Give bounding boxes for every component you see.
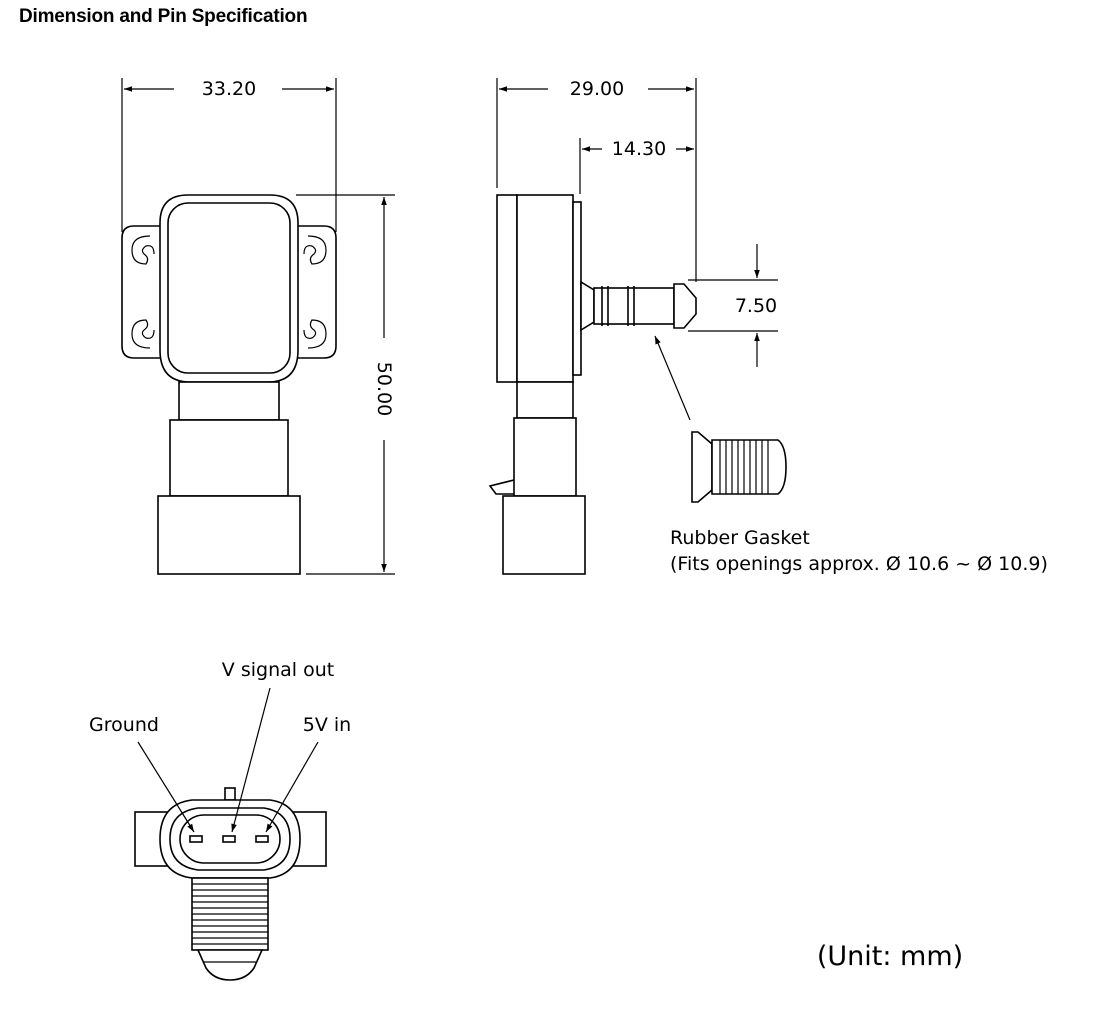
pin-label-power: 5V in [303, 714, 351, 736]
unit-label: (Unit: mm) [817, 941, 963, 972]
front-view: 33.20 50.00 [121, 78, 395, 575]
rubber-gasket-drawing [691, 431, 787, 503]
dim-port-diameter: 7.50 [735, 295, 777, 317]
pin-label-ground: Ground [89, 714, 159, 736]
page-title: Dimension and Pin Specification [19, 6, 308, 27]
gasket-note: (Fits openings approx. Ø 10.6 ~ Ø 10.9) [670, 553, 1048, 575]
dim-depth-side: 29.00 [570, 78, 624, 100]
gasket-label: Rubber Gasket [670, 527, 810, 549]
pin-label-signal: V signal out [222, 659, 334, 681]
pin-view: V signal out Ground 5V in [89, 659, 351, 981]
dim-port-offset: 14.30 [612, 138, 666, 160]
dim-width-front: 33.20 [202, 78, 256, 100]
dim-height: 50.00 [373, 362, 395, 416]
side-view: 29.00 14.30 7.50 [488, 78, 778, 575]
